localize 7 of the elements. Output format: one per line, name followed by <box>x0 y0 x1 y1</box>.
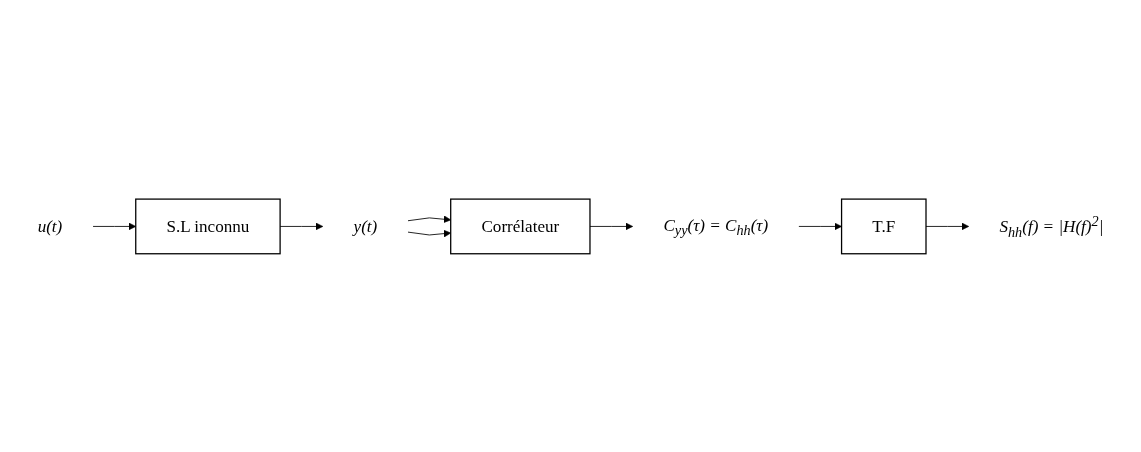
node-text: y(t) <box>353 216 378 236</box>
node-box: T.F <box>840 198 927 254</box>
node-text: u(t) <box>37 216 63 236</box>
node-box: Corrélateur <box>450 198 591 254</box>
node-text: S$_{hh}$(f) = |H(f)$^{2}$| <box>999 212 1104 240</box>
node-text: C$_{yy}$(τ) = C$_{hh}$(τ) <box>663 214 769 238</box>
node-box: S.L inconnu <box>135 198 281 254</box>
